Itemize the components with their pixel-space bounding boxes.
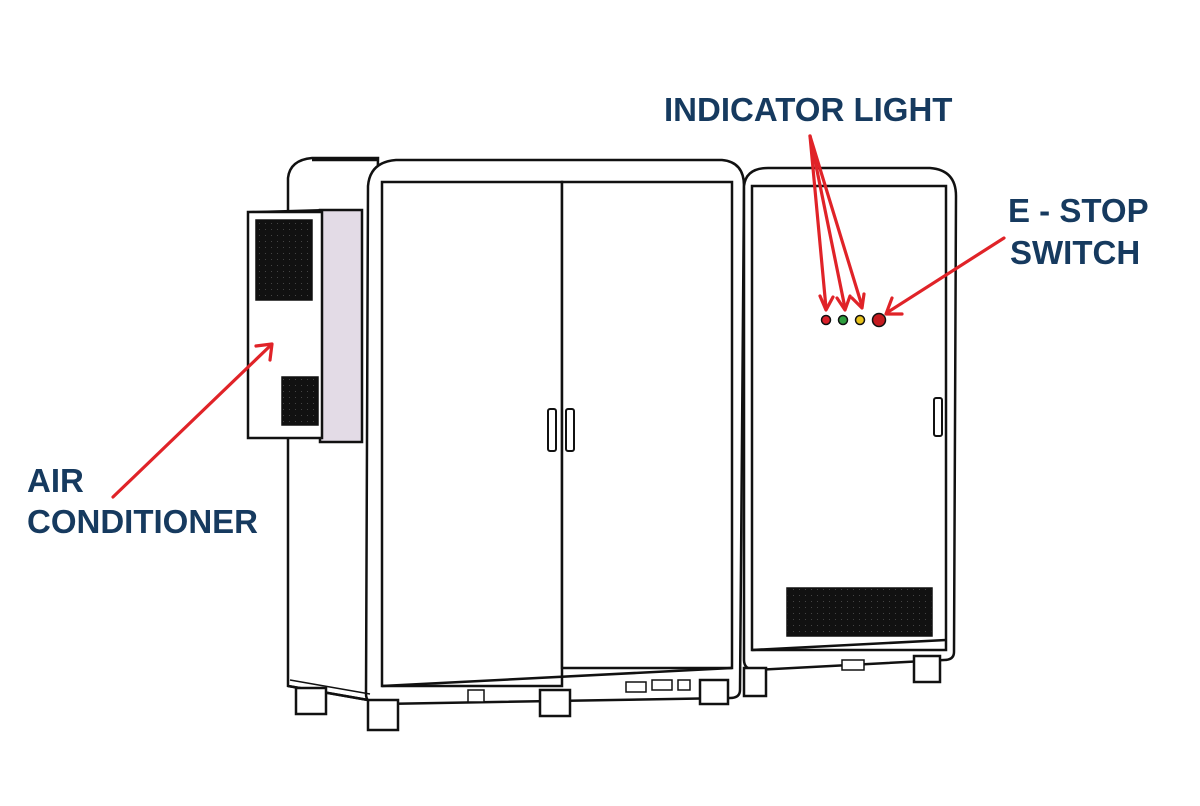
cabinet-foot	[742, 666, 768, 698]
control-cabinet	[742, 166, 958, 698]
cabinet-foot	[294, 686, 328, 716]
arrow-to-green-light	[808, 134, 847, 310]
control-cabinet-vent	[786, 587, 933, 637]
left-door	[380, 180, 564, 688]
arrow-to-air-conditioner	[111, 344, 272, 499]
arrow-to-estop	[886, 236, 1006, 314]
cabinet-foot	[538, 688, 572, 718]
indicator-light-yellow	[854, 314, 866, 326]
main-cabinet	[286, 156, 746, 732]
arrow-to-red-light	[808, 134, 828, 310]
estop-label-line1: E - STOP	[1008, 192, 1149, 229]
cabinet-foot	[366, 698, 400, 732]
right-door	[560, 180, 734, 670]
air-conditioner-label-line1: AIR	[27, 462, 84, 499]
indicator-light-label: INDICATOR LIGHT	[664, 91, 952, 128]
ac-upper-vent	[255, 219, 313, 301]
estop-switch	[871, 312, 887, 328]
control-cabinet-door	[750, 184, 948, 652]
door-handle-right	[565, 408, 575, 452]
estop-label-line2: SWITCH	[1010, 234, 1140, 271]
air-conditioner-unit	[246, 208, 364, 444]
arrow-to-yellow-light	[808, 134, 864, 308]
indicator-panel	[820, 312, 887, 328]
ac-lower-vent	[281, 376, 319, 426]
air-conditioner-label-line2: CONDITIONER	[27, 503, 258, 540]
cabinet-foot	[698, 678, 730, 706]
indicator-light-green	[837, 314, 849, 326]
indicator-light-red	[820, 314, 832, 326]
ac-side-panel	[318, 208, 364, 444]
control-door-handle	[933, 397, 943, 437]
door-handle-left	[547, 408, 557, 452]
callout-arrows	[111, 134, 1006, 499]
cabinet-foot	[912, 654, 942, 684]
